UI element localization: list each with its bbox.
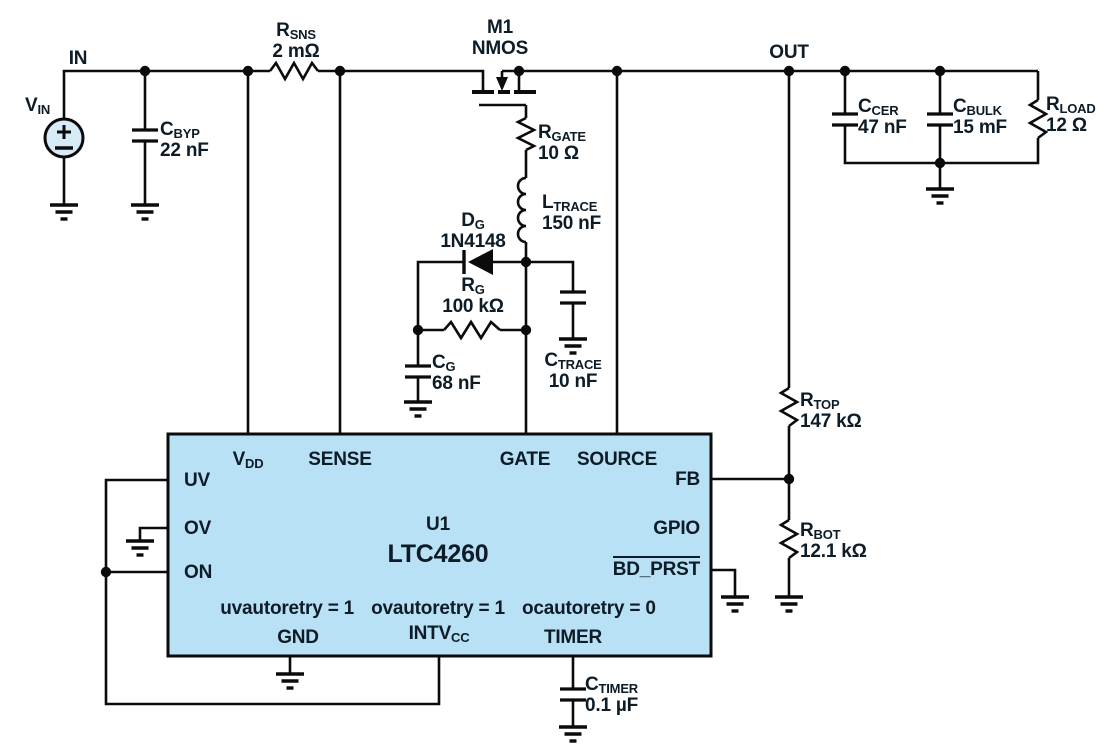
- pin-timer: TIMER: [543, 627, 603, 648]
- junction-dot: [783, 65, 795, 77]
- pin-intvcc: INTVCC: [408, 623, 470, 645]
- pin-gate: GATE: [499, 449, 551, 470]
- net-label-in: IN: [68, 48, 88, 69]
- pin-bd-prst: BD_PRST: [612, 556, 700, 580]
- junction-dots: [100, 65, 946, 578]
- wire-ctrace: [526, 260, 575, 339]
- ground-cbyp: [129, 203, 161, 221]
- label-rg: RG 100 kΩ: [442, 275, 504, 317]
- pin-gnd: GND: [277, 627, 319, 648]
- pin-source: SOURCE: [576, 449, 658, 470]
- capacitor-ctrace: [558, 290, 588, 305]
- ground-gnd-pin: [274, 672, 306, 690]
- label-ctimer: CTIMER 0.1 µF: [585, 674, 639, 716]
- junction-dot: [412, 324, 424, 336]
- capacitor-cbulk: [925, 112, 955, 127]
- label-m1: M1 NMOS: [471, 17, 529, 59]
- ground-ov: [124, 539, 156, 557]
- label-rtop: RTOP 147 kΩ: [800, 390, 862, 432]
- pin-vdd: VDD: [232, 449, 264, 471]
- label-dg: DG 1N4148: [440, 210, 506, 252]
- junction-dot: [100, 566, 112, 578]
- wire-in-rail-left: [62, 69, 270, 119]
- resistor-rload: [1027, 98, 1049, 140]
- ic-part-number: LTC4260: [387, 540, 489, 568]
- wire-ov-gnd: [138, 526, 168, 541]
- resistor-rgate: [515, 116, 537, 152]
- capacitor-ctimer: [558, 687, 588, 702]
- junction-dot: [783, 473, 795, 485]
- junction-dot: [139, 65, 151, 77]
- label-ccer: CCER 47 nF: [858, 96, 907, 138]
- junction-dot: [520, 324, 532, 336]
- ground-cg: [402, 400, 434, 418]
- wire-m1-gate: [479, 103, 528, 118]
- config-ovautoretry: ovautoretry = 1: [371, 598, 505, 619]
- junction-dot: [520, 256, 532, 268]
- config-uvautoretry: uvautoretry = 1: [220, 598, 355, 619]
- pin-gpio: GPIO: [653, 518, 700, 539]
- diode-anode-triangle: [468, 249, 493, 275]
- resistor-rsns: [268, 60, 320, 82]
- pin-uv: UV: [184, 470, 210, 491]
- pin-sense: SENSE: [308, 449, 372, 470]
- ground-bdprst: [719, 595, 751, 613]
- wire-uv-intvcc-loop: [104, 478, 441, 706]
- label-cg: CG 68 nF: [432, 352, 481, 394]
- mosfet-body-arrow: [496, 77, 508, 91]
- ground-vin: [48, 203, 80, 221]
- junction-dot: [839, 65, 851, 77]
- vin-source: [43, 117, 85, 159]
- capacitor-ccer: [830, 112, 860, 127]
- junction-dot: [513, 65, 525, 77]
- junction-dot: [611, 65, 623, 77]
- inductor-ltrace: [516, 176, 527, 244]
- pin-on: ON: [184, 562, 213, 583]
- ground-cbulk: [924, 187, 956, 205]
- resistor-rtop: [778, 386, 800, 428]
- label-rsns: RSNS 2 mΩ: [272, 20, 320, 62]
- ground-rbot: [773, 595, 805, 613]
- label-vin: VIN: [25, 95, 51, 117]
- label-ctrace: CTRACE 10 nF: [544, 350, 602, 392]
- junction-dot: [334, 65, 346, 77]
- ic-refdes: U1: [426, 514, 450, 535]
- capacitor-cbyp: [130, 128, 160, 143]
- junction-dot: [934, 157, 946, 169]
- label-cbyp: CBYP 22 nF: [160, 119, 209, 161]
- capacitor-cg: [403, 364, 433, 379]
- label-cbulk: CBULK 15 mF: [953, 96, 1007, 138]
- net-label-out: OUT: [769, 42, 809, 63]
- ic-body: [166, 432, 713, 658]
- wire-in-rail-mid: [318, 69, 485, 90]
- plus-icon: [57, 125, 71, 139]
- pin-ov: OV: [184, 518, 212, 539]
- ic-config-text: uvautoretry = 1 ovautoretry = 1 ocautore…: [214, 598, 661, 619]
- diode-dg: [462, 249, 493, 275]
- resistor-rbot: [778, 518, 800, 560]
- resistors: [268, 60, 1049, 560]
- label-rload: RLOAD 12 Ω: [1046, 94, 1096, 136]
- junction-dot: [934, 65, 946, 77]
- wire-bdprst-stub: [711, 568, 737, 597]
- mosfet-m1: [472, 71, 536, 94]
- config-ocautoretry: ocautoretry = 0: [521, 598, 656, 619]
- label-ltrace: LTRACE 150 nF: [542, 192, 601, 234]
- label-rgate: RGATE 10 Ω: [538, 122, 586, 164]
- resistor-rg: [443, 319, 501, 341]
- wire-diode-branch: [416, 260, 526, 330]
- ground-ctimer: [557, 725, 589, 743]
- junction-dot: [242, 65, 254, 77]
- pin-fb: FB: [675, 469, 700, 490]
- label-rbot: RBOT 12.1 kΩ: [800, 520, 867, 562]
